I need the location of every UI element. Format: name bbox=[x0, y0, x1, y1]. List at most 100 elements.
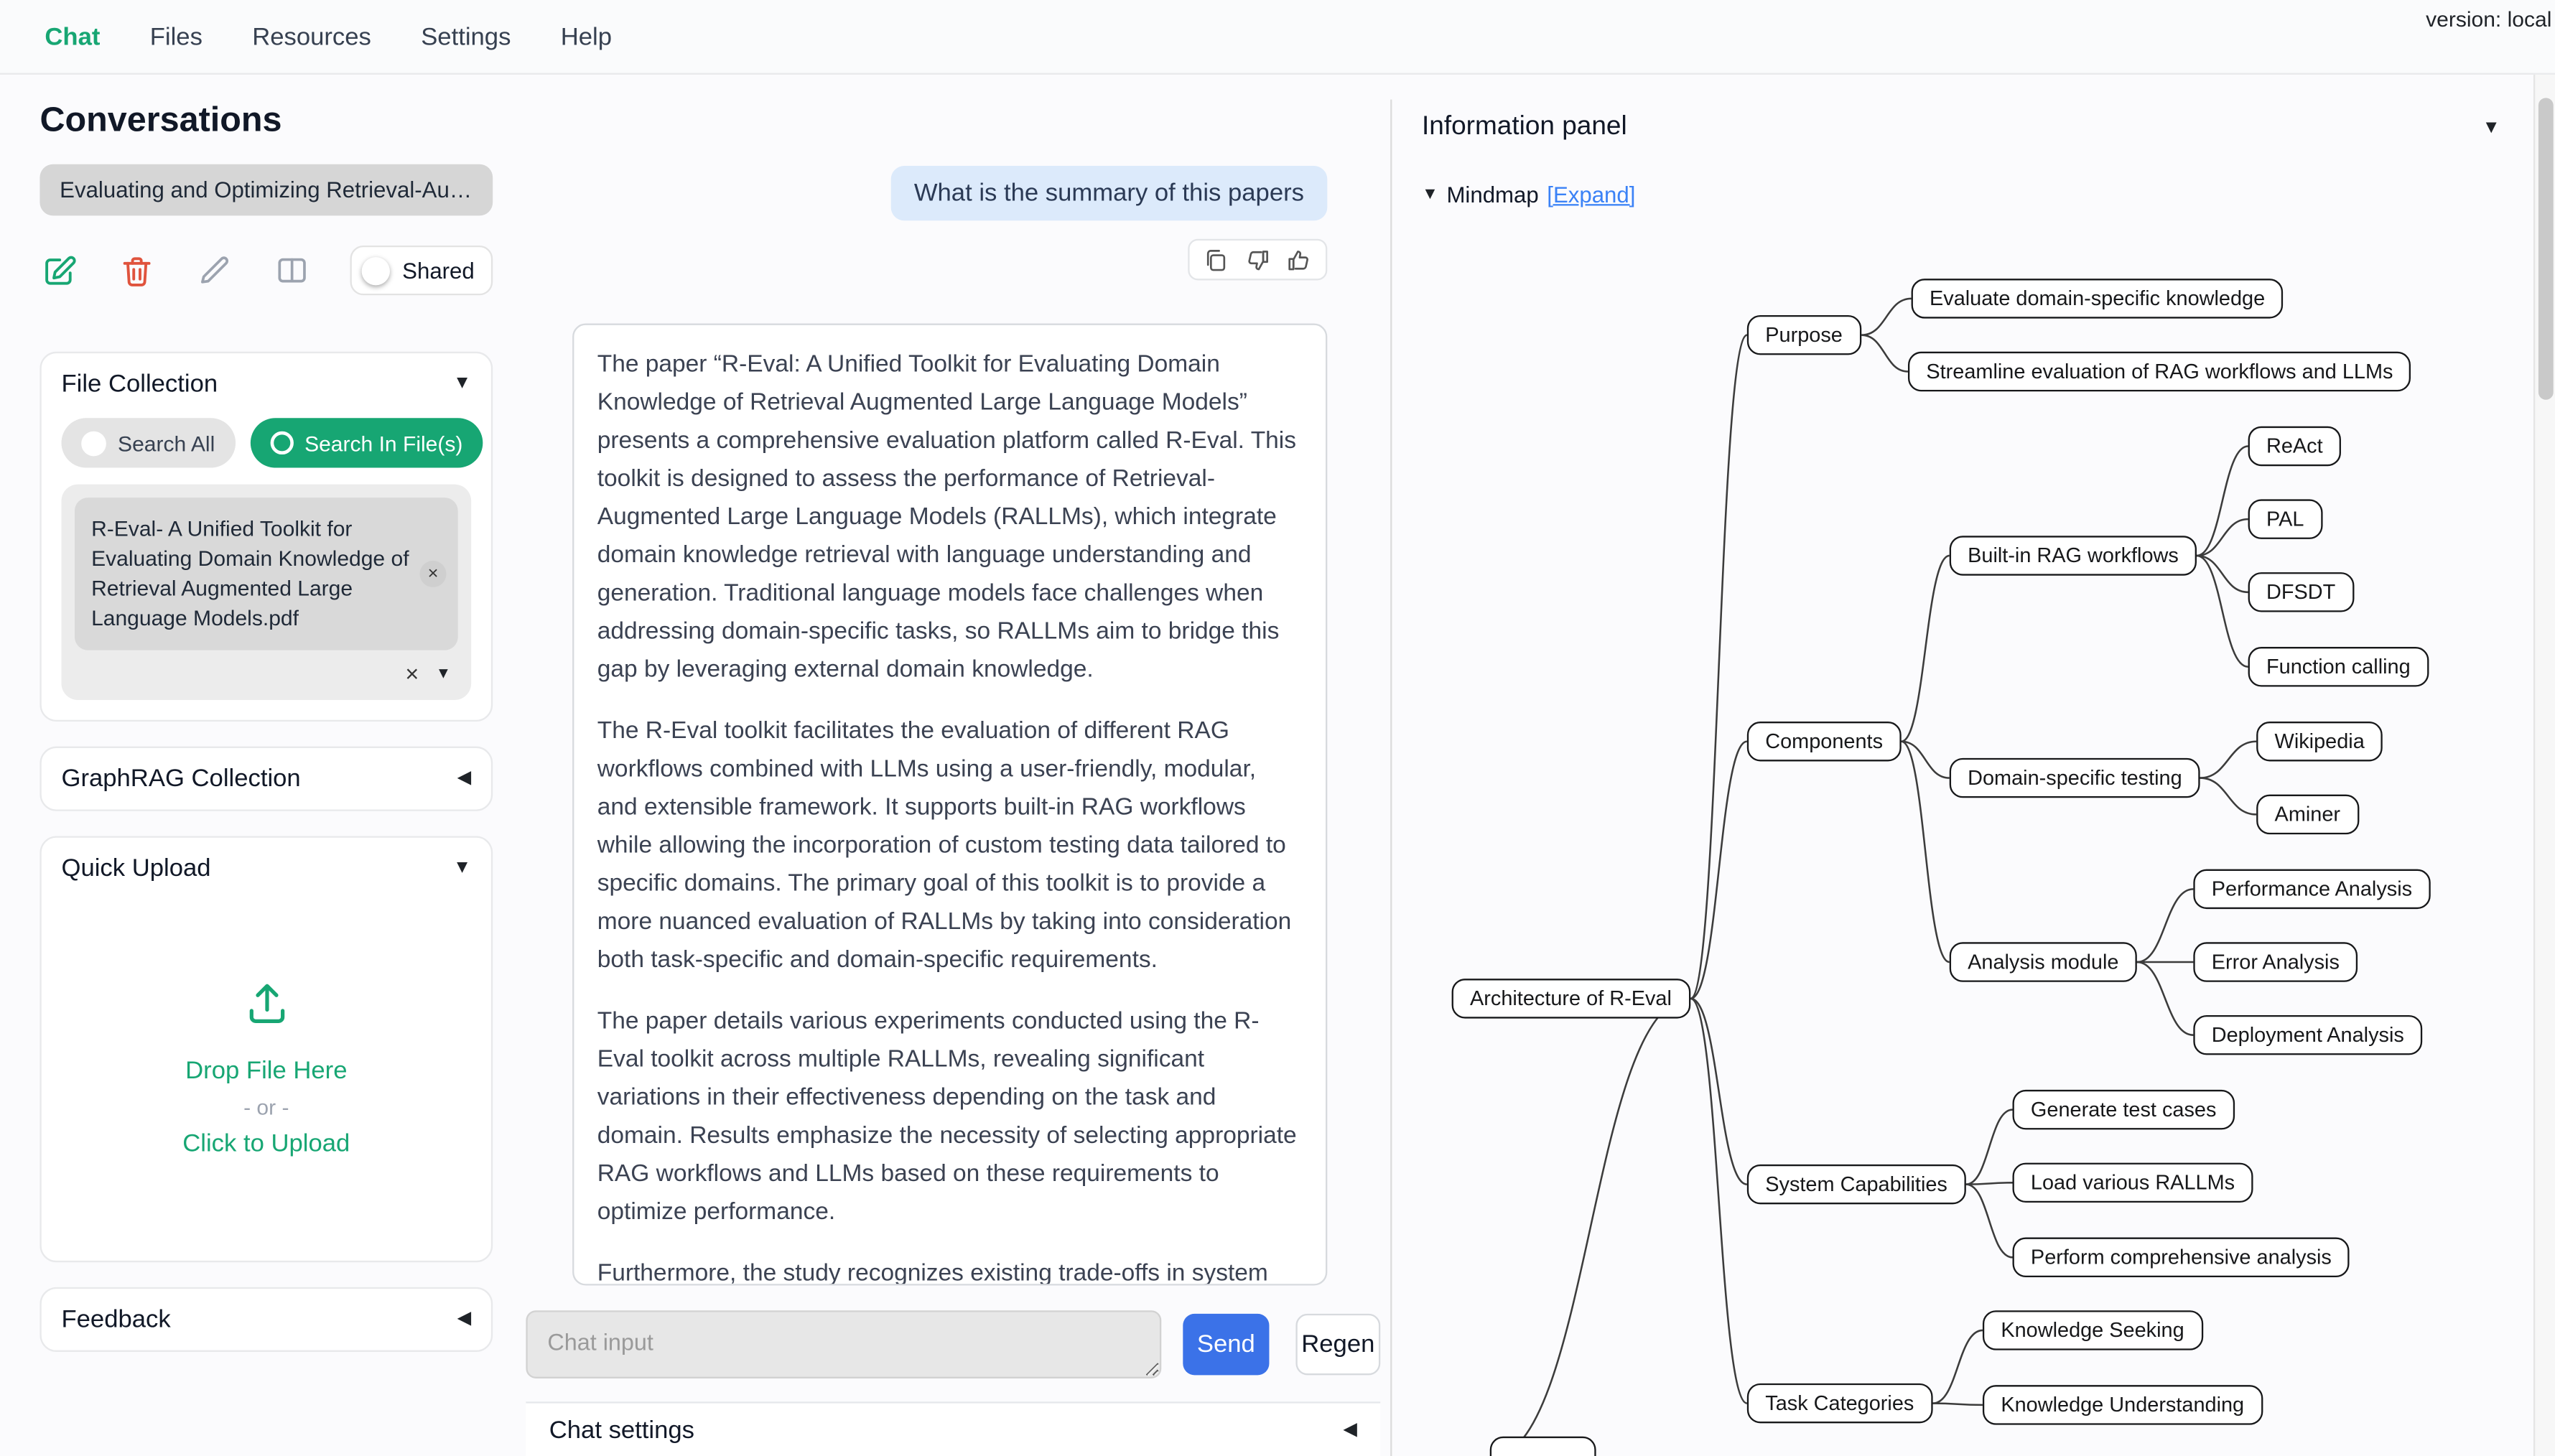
filebox-controls: × ▾ bbox=[75, 650, 458, 694]
graphrag-section: GraphRAG Collection ◀ bbox=[39, 746, 493, 811]
sidebar: Conversations Evaluating and Optimizing … bbox=[39, 75, 493, 1352]
shared-label: Shared bbox=[402, 258, 475, 283]
mindmap-edge bbox=[2196, 554, 2248, 594]
nav-item-chat[interactable]: Chat bbox=[45, 22, 101, 51]
mindmap-edge bbox=[1965, 1109, 2013, 1185]
trash-icon[interactable] bbox=[118, 251, 156, 290]
search-all-label: Search All bbox=[118, 430, 215, 456]
nav-item-resources[interactable]: Resources bbox=[252, 22, 371, 51]
mindmap-toolbar: ▼ Mindmap [Expand] bbox=[1422, 182, 1635, 207]
mindmap-edge bbox=[1497, 997, 1691, 1456]
graphrag-header[interactable]: GraphRAG Collection ◀ bbox=[42, 748, 491, 809]
radio-icon bbox=[81, 430, 106, 456]
chat-settings-header[interactable]: Chat settings ◀ bbox=[526, 1401, 1381, 1456]
feedback-title: Feedback bbox=[61, 1305, 171, 1334]
mindmap-node-p1: Evaluate domain-specific knowledge bbox=[1911, 279, 2284, 319]
mindmap-node-react: ReAct bbox=[2248, 426, 2342, 467]
conversations-title: Conversations bbox=[39, 101, 282, 140]
selected-files-box: R-Eval- A Unified Toolkit for Evaluating… bbox=[61, 484, 472, 700]
collapse-down-icon[interactable]: ▼ bbox=[452, 857, 472, 878]
collapse-down-icon[interactable]: ▼ bbox=[1422, 185, 1438, 204]
quick-upload-section: Quick Upload ▼ Drop File Here - or - Cli… bbox=[39, 836, 493, 1263]
thumbs-down-icon[interactable] bbox=[1244, 246, 1271, 273]
dropdown-arrow-icon[interactable]: ▾ bbox=[439, 663, 448, 683]
mindmap-node-lvr: Load various RALLMs bbox=[2012, 1162, 2253, 1203]
pencil-icon[interactable] bbox=[195, 251, 233, 290]
mindmap-node-pca: Perform comprehensive analysis bbox=[2012, 1237, 2350, 1278]
clear-files-icon[interactable]: × bbox=[405, 660, 419, 687]
shared-toggle[interactable]: Shared bbox=[350, 245, 493, 296]
regen-button[interactable]: Regen bbox=[1295, 1313, 1381, 1376]
send-button[interactable]: Send bbox=[1183, 1313, 1270, 1376]
mindmap-edge bbox=[1901, 740, 1950, 963]
chat-input[interactable] bbox=[526, 1310, 1162, 1378]
quick-upload-header[interactable]: Quick Upload ▼ bbox=[42, 838, 491, 899]
drop-file-label: Drop File Here bbox=[185, 1056, 348, 1086]
mindmap-edge bbox=[1901, 554, 1950, 743]
close-icon[interactable]: × bbox=[419, 560, 447, 587]
columns-icon[interactable] bbox=[273, 251, 311, 290]
mindmap-edge bbox=[2196, 518, 2248, 557]
selected-file-name: R-Eval- A Unified Toolkit for Evaluating… bbox=[91, 515, 409, 630]
nav-item-help[interactable]: Help bbox=[560, 22, 613, 51]
copy-icon[interactable] bbox=[1203, 246, 1229, 273]
mindmap-edge bbox=[1861, 297, 1912, 336]
mindmap-node-am: Analysis module bbox=[1949, 942, 2137, 982]
mindmap-node-builtin: Built-in RAG workflows bbox=[1949, 536, 2197, 576]
information-panel-title: Information panel bbox=[1422, 113, 1627, 141]
mindmap-node-fc: Function calling bbox=[2248, 647, 2429, 687]
mindmap-node-dst: Domain-specific testing bbox=[1949, 757, 2201, 798]
mindmap-node-aminer: Aminer bbox=[2256, 794, 2359, 835]
collapse-down-icon[interactable]: ▼ bbox=[2482, 116, 2500, 137]
mindmap-edge bbox=[1690, 997, 1748, 1185]
mindmap-edge bbox=[2136, 888, 2194, 963]
mindmap-edge bbox=[1901, 740, 1950, 779]
mindmap-edge bbox=[2196, 445, 2248, 557]
search-in-files-option[interactable]: Search In File(s) bbox=[249, 418, 483, 468]
scrollbar-thumb[interactable] bbox=[2538, 98, 2554, 400]
message-actions bbox=[1188, 238, 1328, 281]
panel-divider bbox=[1390, 99, 1392, 1456]
information-panel: Information panel ▼ ▼ Mindmap [Expand] A… bbox=[1402, 100, 2526, 1456]
mindmap-edge bbox=[1965, 1183, 2013, 1259]
selected-file-chip[interactable]: R-Eval- A Unified Toolkit for Evaluating… bbox=[74, 498, 458, 650]
collapse-left-icon[interactable]: ◀ bbox=[1343, 1419, 1357, 1439]
search-all-option[interactable]: Search All bbox=[61, 418, 236, 468]
conversation-actions: Shared bbox=[39, 244, 493, 297]
nav-item-files[interactable]: Files bbox=[149, 22, 203, 51]
mindmap-node-ku: Knowledge Understanding bbox=[1982, 1385, 2263, 1425]
response-paragraph: The R-Eval toolkit facilitates the evalu… bbox=[597, 718, 1292, 974]
response-paragraph: The paper “R-Eval: A Unified Toolkit for… bbox=[597, 351, 1296, 683]
click-to-upload-link[interactable]: Click to Upload bbox=[182, 1129, 350, 1158]
thumbs-up-icon[interactable] bbox=[1286, 246, 1313, 273]
mindmap-node-wiki: Wikipedia bbox=[2256, 722, 2383, 762]
file-collection-header[interactable]: File Collection ▼ bbox=[42, 353, 491, 414]
response-paragraph: The paper details various experiments co… bbox=[597, 1008, 1297, 1226]
collapse-down-icon[interactable]: ▼ bbox=[452, 373, 472, 393]
file-collection-title: File Collection bbox=[61, 370, 218, 398]
top-navbar: Chat Files Resources Settings Help bbox=[0, 0, 2555, 75]
mindmap-edge bbox=[1690, 997, 1748, 1404]
graphrag-title: GraphRAG Collection bbox=[61, 765, 301, 793]
nav-item-settings[interactable]: Settings bbox=[421, 22, 511, 51]
chat-column: What is the summary of this papers The p… bbox=[526, 75, 1381, 1456]
radio-icon bbox=[269, 431, 293, 455]
collapse-left-icon[interactable]: ◀ bbox=[457, 1308, 472, 1329]
collapse-left-icon[interactable]: ◀ bbox=[457, 767, 472, 788]
file-dropzone[interactable]: Drop File Here - or - Click to Upload bbox=[42, 899, 491, 1261]
edit-icon[interactable] bbox=[39, 251, 78, 290]
toggle-dot-icon bbox=[362, 256, 391, 285]
mindmap-expand-link[interactable]: [Expand] bbox=[1547, 182, 1636, 207]
page-scrollbar[interactable] bbox=[2533, 74, 2555, 1456]
conversation-item[interactable]: Evaluating and Optimizing Retrieval-Augm bbox=[39, 164, 493, 216]
feedback-header[interactable]: Feedback ◀ bbox=[42, 1289, 491, 1350]
nav-menu: Chat Files Resources Settings Help bbox=[0, 22, 612, 50]
search-scope-toggle: Search All Search In File(s) bbox=[42, 415, 491, 468]
mindmap-node-dep: Deployment Analysis bbox=[2193, 1014, 2423, 1055]
version-label: version: local bbox=[2426, 6, 2552, 32]
mindmap-edge bbox=[2200, 777, 2257, 816]
mindmap-node-perf: Performance Analysis bbox=[2193, 869, 2431, 910]
mindmap-node-p2: Streamline evaluation of RAG workflows a… bbox=[1907, 351, 2411, 392]
assistant-response[interactable]: The paper “R-Eval: A Unified Toolkit for… bbox=[572, 323, 1328, 1286]
